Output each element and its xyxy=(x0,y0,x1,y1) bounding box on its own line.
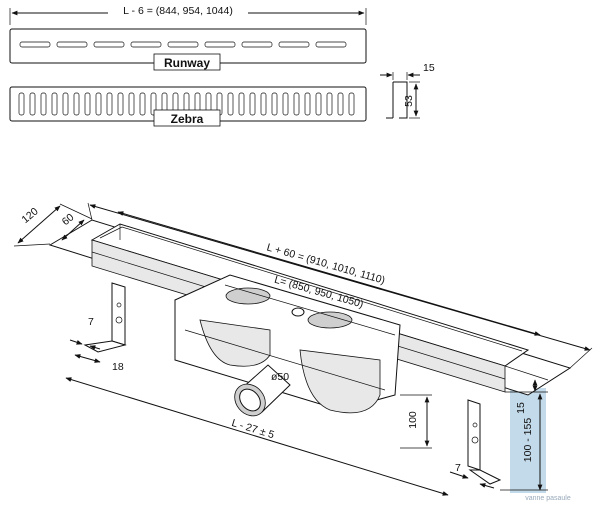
top-length-label: L - 6 = (844, 954, 1044) xyxy=(123,5,233,17)
zebra-slot xyxy=(326,92,333,116)
top-length-dimension: L - 6 = (844, 954, 1044) xyxy=(9,4,367,25)
left-leg-dimensions: 7 18 xyxy=(69,316,124,373)
zebra-slot xyxy=(95,92,102,116)
zebra-grate: Zebra xyxy=(9,86,367,127)
profile-width-label: 15 xyxy=(423,62,435,74)
zebra-slot xyxy=(304,92,311,116)
zebra-slot xyxy=(73,92,80,116)
runway-label: Runway xyxy=(164,56,210,70)
zebra-slot xyxy=(51,92,58,116)
zebra-slot xyxy=(293,92,300,116)
zebra-slot xyxy=(139,92,146,116)
zebra-slot xyxy=(62,92,69,116)
watermark: vanne pasaule xyxy=(525,495,571,502)
zebra-slot xyxy=(337,92,344,116)
zebra-slot xyxy=(249,92,256,116)
zebra-slot xyxy=(260,92,267,116)
zebra-label: Zebra xyxy=(171,112,204,126)
zebra-slot xyxy=(128,92,135,116)
right-height-dimensions: 15 100 - 155 xyxy=(500,365,549,491)
profile-height-label: 53 xyxy=(403,95,415,107)
leg-18-label: 18 xyxy=(112,361,124,373)
depth-120-label: 120 xyxy=(20,205,41,226)
height-15-label: 15 xyxy=(515,402,527,414)
zebra-slot xyxy=(84,92,91,116)
height-range-label: 100 - 155 xyxy=(522,418,534,463)
zebra-slot xyxy=(282,92,289,116)
zebra-slot xyxy=(40,92,47,116)
profile-section: 15 53 xyxy=(380,62,435,119)
leg-7-right-label: 7 xyxy=(455,462,461,474)
zebra-slot xyxy=(18,92,25,116)
height-100-label: 100 xyxy=(407,411,419,429)
runway-slots xyxy=(19,41,347,48)
zebra-slot xyxy=(117,92,124,116)
zebra-slot xyxy=(315,92,322,116)
leg-7-left-label: 7 xyxy=(88,316,94,328)
zebra-slot xyxy=(271,92,278,116)
bottom-length-label: L - 27 ± 5 xyxy=(230,417,276,441)
zebra-slot xyxy=(150,92,157,116)
zebra-slot xyxy=(29,92,36,116)
zebra-slot xyxy=(348,92,355,116)
right-leg-dimension: 7 xyxy=(449,462,495,489)
runway-grate: Runway xyxy=(9,28,367,71)
zebra-slot xyxy=(106,92,113,116)
depth-60-label: 60 xyxy=(60,211,77,228)
height-100-dimension: 100 xyxy=(400,394,432,449)
zebra-slot xyxy=(227,92,234,116)
zebra-slot xyxy=(238,92,245,116)
outlet-diameter-label: ø50 xyxy=(271,371,289,383)
